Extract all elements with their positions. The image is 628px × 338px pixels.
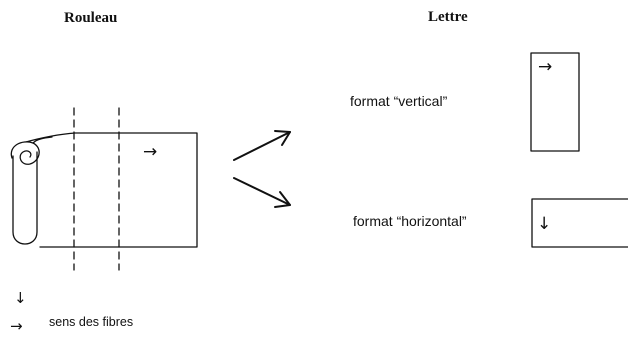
letter-horizontal-fibre-arrow: ↓ xyxy=(537,214,551,234)
scroll-roll-cylinder xyxy=(12,151,38,245)
scroll-roll-spiral xyxy=(10,141,40,165)
heading-rouleau: Rouleau xyxy=(64,10,118,26)
arrow-up-right xyxy=(233,131,291,161)
label-format-vertical: format “vertical” xyxy=(350,93,448,109)
letter-horizontal-box xyxy=(531,198,628,248)
arrow-up-right-head xyxy=(274,130,291,146)
scroll-fibre-arrow: → xyxy=(143,142,157,162)
arrow-down-right xyxy=(233,177,291,206)
label-format-horizontal: format “horizontal” xyxy=(353,213,467,229)
arrow-down-right-head xyxy=(274,191,291,208)
legend-label-sens-des-fibres: sens des fibres xyxy=(49,315,134,329)
letter-vertical-box xyxy=(530,52,580,152)
legend-right-arrow-icon: → xyxy=(10,317,23,335)
legend-down-arrow-icon: ↓ xyxy=(14,289,27,307)
transition-arrows xyxy=(233,130,291,208)
scroll-illustration xyxy=(10,107,198,271)
scroll-roll-edge xyxy=(32,136,53,144)
heading-lettre: Lettre xyxy=(428,9,468,25)
scroll-sheet-outline xyxy=(25,132,198,248)
letter-vertical-fibre-arrow: → xyxy=(538,57,552,77)
